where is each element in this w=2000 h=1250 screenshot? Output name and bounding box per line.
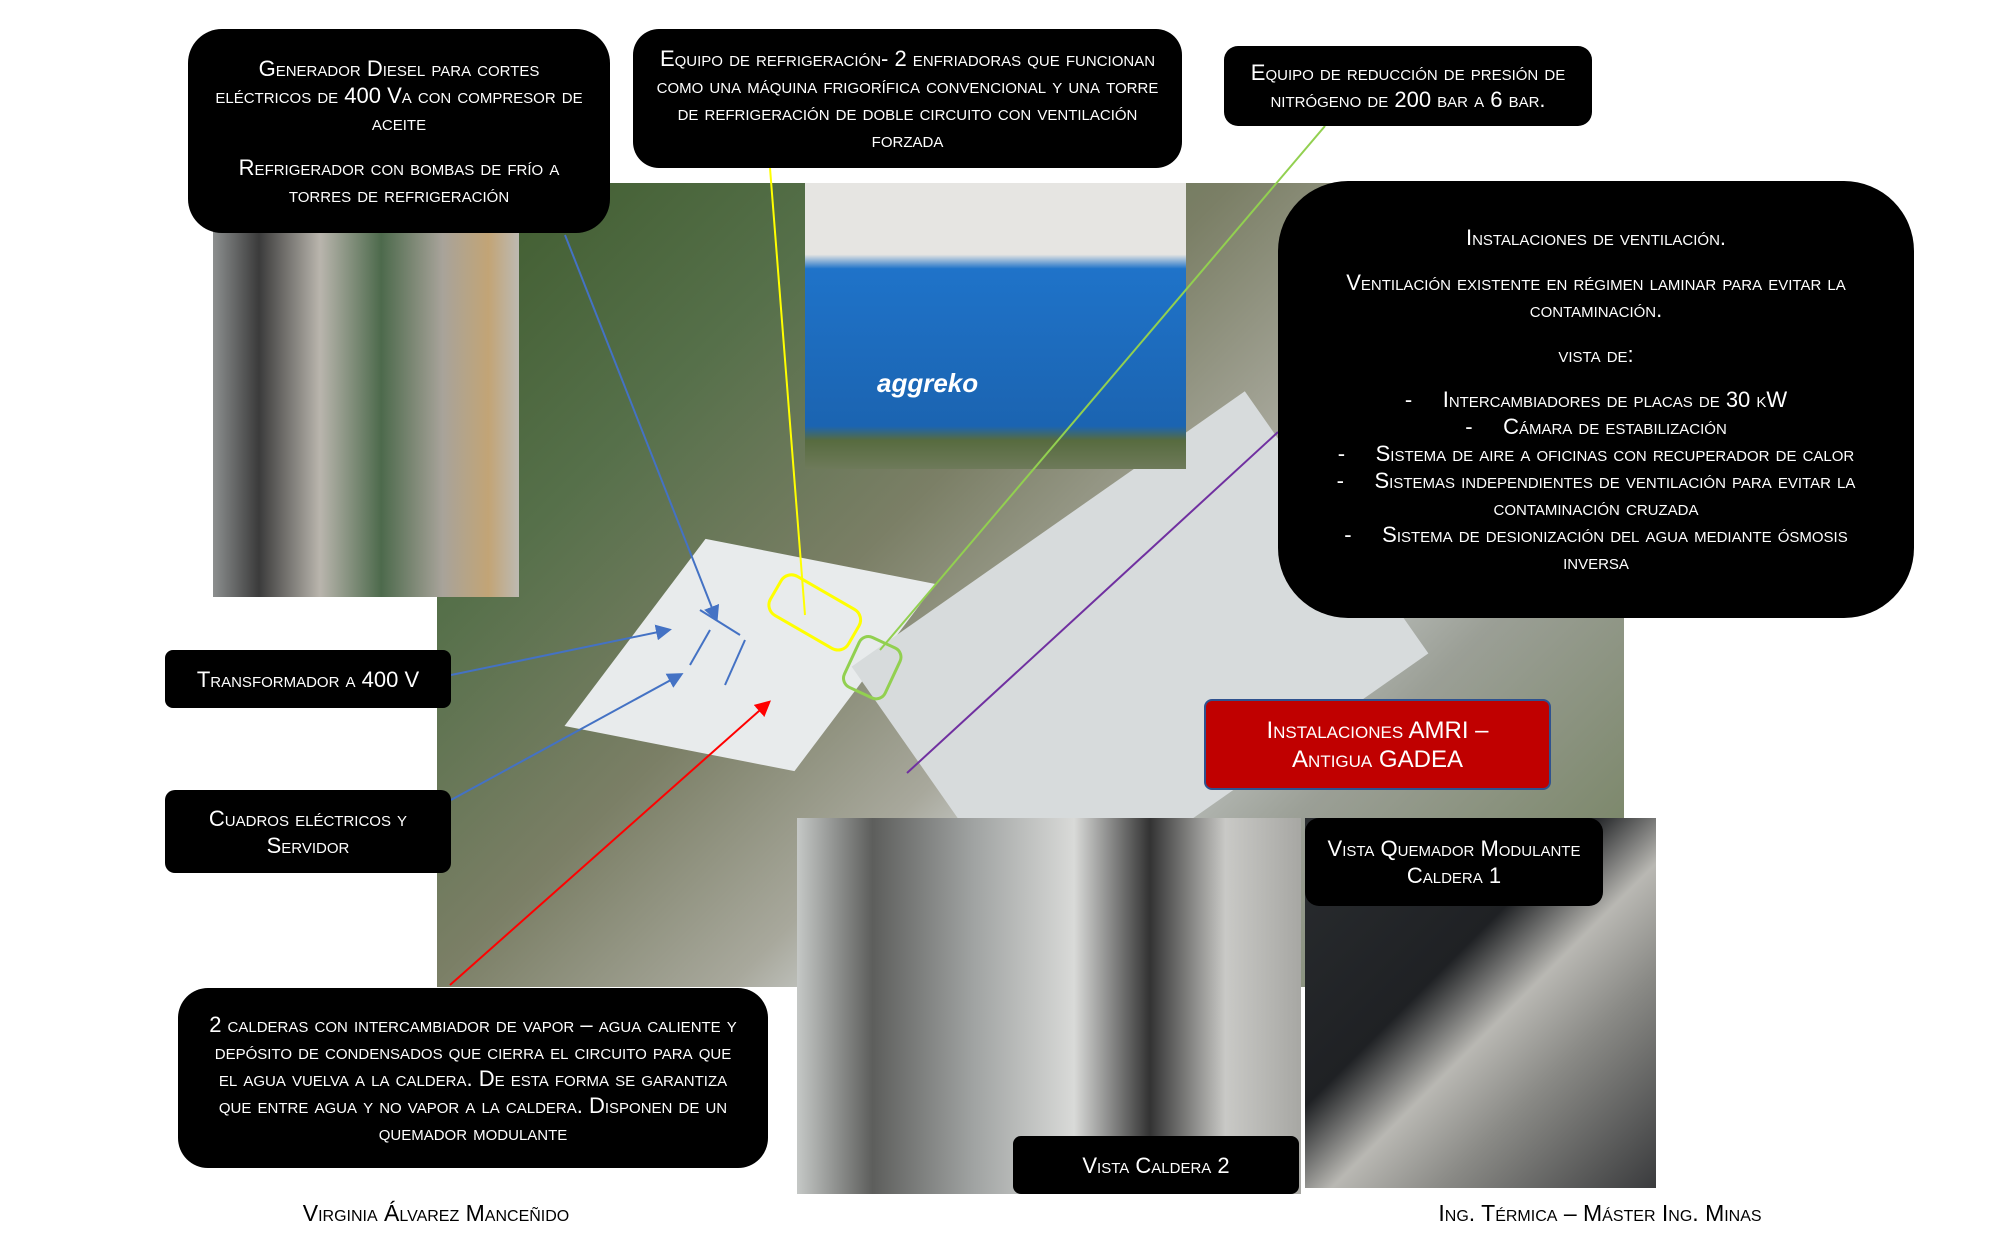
connector-boilers: [449, 700, 771, 986]
site-label-line2: Antigua GADEA: [1292, 745, 1463, 773]
boiler2-text: Vista Caldera 2: [1082, 1152, 1230, 1178]
chillers-photo: aggreko: [805, 183, 1186, 469]
footer-course: Ing. Térmica – Máster Ing. Minas: [1438, 1200, 1762, 1226]
connector-transformer: [450, 624, 672, 676]
ventilation-subtitle: Ventilación existente en régimen laminar…: [1346, 270, 1846, 322]
burner-callout: Vista Quemador Modulante Caldera 1: [1305, 818, 1603, 906]
ventilation-title: Instalaciones de ventilación.: [1465, 225, 1727, 250]
ventilation-item: - Sistema de desionización del agua medi…: [1344, 522, 1848, 574]
refrigeration-callout: Equipo de refrigeración- 2 enfriadoras q…: [633, 29, 1182, 168]
connector-generator: [564, 234, 720, 622]
connector-ventilation: [906, 431, 1279, 774]
boilers-callout: 2 calderas con intercambiador de vapor –…: [178, 988, 768, 1168]
site-label-line1: Instalaciones AMRI –: [1266, 716, 1489, 744]
panels-text: Cuadros eléctricos y Servidor: [208, 805, 408, 858]
boiler-photo: [797, 818, 1301, 1194]
aggreko-logo: aggreko: [877, 368, 979, 398]
connector-nitrogen: [879, 125, 1326, 651]
ventilation-item: - Sistemas independientes de ventilación…: [1336, 468, 1856, 520]
view-label: vista de:: [1558, 342, 1634, 367]
generator-text: Generador Diesel para cortes eléctricos …: [215, 55, 583, 135]
ventilation-callout: Instalaciones de ventilación. Ventilació…: [1278, 181, 1914, 618]
transformer-callout: Transformador a 400 V: [165, 650, 451, 708]
boiler2-callout: Vista Caldera 2: [1013, 1136, 1299, 1194]
boilers-text: 2 calderas con intercambiador de vapor –…: [209, 1011, 737, 1145]
ventilation-item: - Intercambiadores de placas de 30 kW: [1404, 387, 1788, 412]
site-label: Instalaciones AMRI – Antigua GADEA: [1204, 699, 1551, 790]
nitrogen-text: Equipo de reducción de presión de nitróg…: [1250, 60, 1566, 112]
pumps-photo: [213, 218, 519, 597]
refrigerator-text: Refrigerador con bombas de frío a torres…: [238, 154, 560, 207]
generator-callout: Generador Diesel para cortes eléctricos …: [188, 29, 610, 233]
panels-callout: Cuadros eléctricos y Servidor: [165, 790, 451, 873]
nitrogen-callout: Equipo de reducción de presión de nitróg…: [1224, 46, 1592, 126]
refrigeration-text: Equipo de refrigeración- 2 enfriadoras q…: [656, 45, 1159, 152]
connector-refrigeration: [769, 167, 806, 616]
burner-text: Vista Quemador Modulante Caldera 1: [1327, 836, 1581, 888]
highlight-nitrogen: [842, 635, 903, 701]
ventilation-item: - Sistema de aire a oficinas con recuper…: [1337, 441, 1855, 466]
highlight-chillers: [767, 573, 863, 652]
footer-author: Virginia Álvarez Manceñido: [302, 1200, 570, 1226]
connector-panels: [450, 673, 684, 801]
transformer-text: Transformador a 400 V: [196, 666, 420, 692]
ventilation-item: - Cámara de estabilización: [1465, 414, 1727, 439]
